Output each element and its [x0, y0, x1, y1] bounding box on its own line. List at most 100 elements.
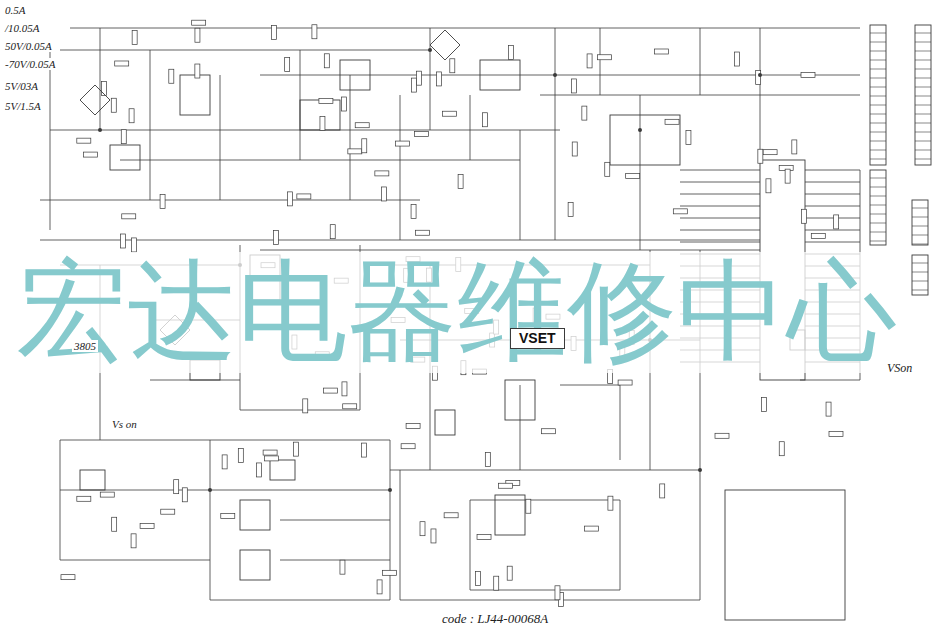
pin [915, 114, 931, 115]
resistor-symbol [348, 149, 362, 154]
resistor-symbol [431, 529, 436, 543]
resistor-symbol [132, 238, 137, 252]
wire [280, 560, 390, 561]
resistor-symbol [160, 195, 165, 209]
pin [912, 217, 928, 218]
handwritten-note: 5V/03A [3, 80, 40, 92]
pin [912, 263, 928, 264]
wire [60, 490, 390, 491]
resistor-symbol [585, 526, 599, 531]
wire [350, 75, 351, 200]
wire [470, 95, 471, 160]
resistor-symbol [312, 25, 317, 39]
junction-dot [428, 48, 432, 52]
component-outline [110, 145, 140, 170]
wire [680, 182, 760, 183]
wire [280, 520, 390, 521]
pin [915, 123, 931, 124]
resistor-symbol [324, 388, 338, 393]
resistor-symbol [801, 209, 806, 223]
resistor-symbol [415, 230, 429, 235]
wire [470, 500, 620, 501]
pin [870, 187, 886, 188]
resistor-symbol [273, 230, 278, 244]
wire [805, 170, 860, 171]
resistor-symbol [102, 82, 107, 96]
component-outline [915, 25, 931, 165]
resistor-symbol [221, 513, 235, 518]
resistor-symbol [605, 162, 610, 176]
resistor-symbol [340, 560, 345, 574]
resistor-symbol [375, 171, 389, 176]
resistor-symbol [297, 194, 311, 199]
resistor-symbol [420, 522, 425, 536]
resistor-symbol [686, 130, 691, 144]
wire [400, 95, 401, 240]
resistor-symbol [132, 30, 137, 44]
pin [870, 123, 886, 124]
pin [912, 244, 928, 245]
pin [870, 205, 886, 206]
resistor-symbol [572, 142, 577, 156]
wire [100, 28, 101, 130]
resistor-symbol [444, 513, 458, 518]
handwritten-note: 3805 [72, 340, 98, 352]
component-outline [912, 255, 928, 295]
pin [915, 159, 931, 160]
board-code: code : LJ44-00068A [440, 612, 550, 626]
pin [912, 281, 928, 282]
wire [60, 50, 430, 51]
resistor-symbol [785, 169, 790, 183]
wire [70, 28, 860, 29]
wire [390, 470, 700, 471]
resistor-symbol [383, 570, 397, 575]
wire [150, 50, 151, 200]
resistor-symbol [77, 496, 91, 501]
resistor-symbol [485, 453, 490, 467]
wire [260, 250, 760, 251]
pin [870, 196, 886, 197]
wire [210, 600, 390, 601]
component-outline [870, 25, 886, 165]
bridge-rectifier [430, 30, 460, 60]
resistor-symbol [509, 45, 514, 59]
pin [912, 208, 928, 209]
resistor-symbol [112, 517, 117, 531]
resistor-symbol [288, 192, 293, 206]
resistor-symbol [395, 141, 409, 146]
resistor-symbol [122, 214, 136, 219]
wire [805, 206, 860, 207]
resistor-symbol [293, 442, 298, 456]
wire [640, 95, 641, 250]
wire [680, 242, 760, 243]
pin [870, 223, 886, 224]
resistor-symbol [169, 69, 174, 83]
wire [520, 130, 521, 240]
resistor-symbol [555, 586, 560, 600]
resistor-symbol [401, 444, 415, 449]
wire [600, 28, 601, 95]
wire [760, 28, 761, 160]
component-outline [912, 200, 928, 245]
wire [400, 600, 700, 601]
wire [680, 170, 760, 171]
resistor-symbol [475, 572, 480, 586]
pin [912, 226, 928, 227]
pin [870, 87, 886, 88]
junction-dot [388, 488, 392, 492]
resistor-symbol [330, 225, 335, 239]
resistor-symbol [660, 484, 665, 498]
handwritten-note: 50V/0.05A [3, 40, 54, 52]
component-outline [505, 380, 535, 420]
resistor-symbol [826, 402, 831, 416]
resistor-symbol [665, 119, 679, 124]
resistor-symbol [411, 78, 416, 92]
resistor-symbol [626, 173, 640, 178]
pin [915, 60, 931, 61]
junction-dot [553, 73, 557, 77]
pin [870, 141, 886, 142]
resistor-symbol [494, 576, 499, 590]
wire [620, 385, 621, 460]
resistor-symbol [779, 442, 784, 456]
resistor-symbol [415, 131, 429, 136]
